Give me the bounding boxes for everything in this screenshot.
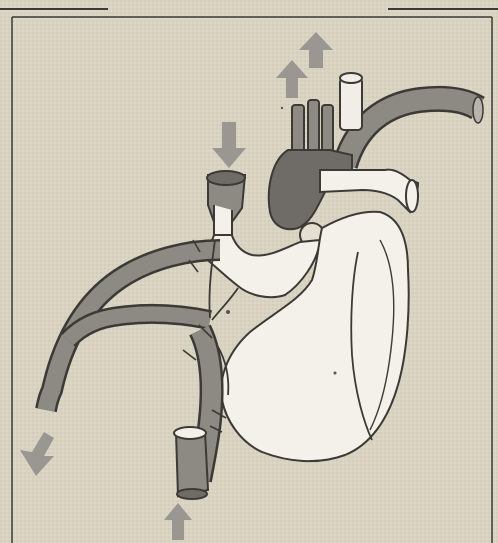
pulmonary-artery-right-opening: [406, 180, 418, 212]
